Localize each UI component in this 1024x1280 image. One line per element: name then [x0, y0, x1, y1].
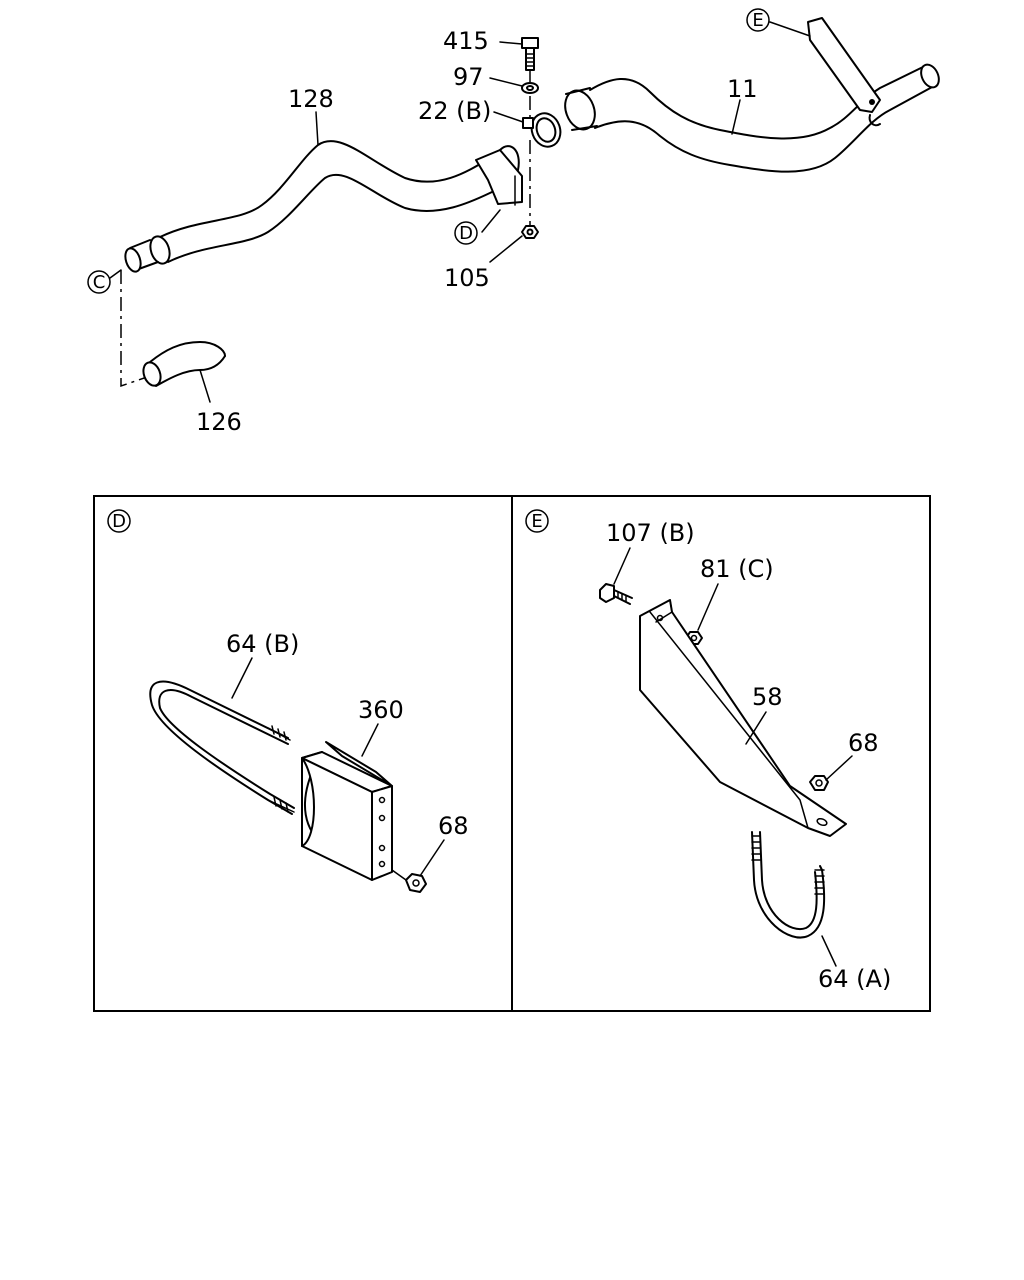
part-107b-bolt[interactable] — [599, 583, 633, 605]
part-58-bracket[interactable] — [639, 599, 847, 837]
leader-58 — [745, 711, 767, 745]
label-97: 97 — [453, 63, 484, 91]
detail-e-marker: E — [525, 509, 549, 533]
label-107b: 107 (B) — [606, 519, 695, 547]
label-126: 126 — [196, 408, 242, 436]
leader-68-e — [825, 755, 853, 781]
part-68-nut-e[interactable] — [809, 775, 829, 791]
leader-68-d — [419, 839, 445, 877]
part-105-nut[interactable] — [521, 225, 539, 239]
leader-360 — [361, 723, 379, 757]
marker-e: E — [746, 8, 770, 32]
label-58: 58 — [752, 683, 783, 711]
label-415: 415 — [443, 27, 489, 55]
detail-e-panel: E — [525, 509, 891, 993]
label-11: 11 — [727, 75, 758, 103]
marker-d: D — [454, 221, 478, 245]
label-64a: 64 (A) — [818, 965, 891, 993]
leader-81c — [697, 583, 719, 631]
label-22b: 22 (B) — [418, 97, 491, 125]
part-128-front-pipe[interactable] — [123, 140, 523, 273]
svg-text:E: E — [752, 10, 763, 31]
label-128: 128 — [288, 85, 334, 113]
label-105: 105 — [444, 264, 490, 292]
main-view: 415 97 22 (B) 128 11 105 126 C D E — [87, 8, 942, 436]
part-68-nut-d[interactable] — [391, 869, 427, 893]
part-126-tail-pipe[interactable] — [140, 341, 226, 388]
svg-text:E: E — [531, 511, 542, 532]
part-11-rear-pipe[interactable] — [560, 62, 942, 173]
svg-text:C: C — [93, 272, 106, 293]
marker-c: C — [87, 269, 122, 294]
leader-64b — [231, 657, 253, 699]
svg-text:D: D — [112, 511, 126, 532]
detail-d-panel: D 64 (B) — [107, 509, 469, 893]
part-bracket-e[interactable] — [807, 17, 881, 127]
leader-64a — [821, 935, 837, 967]
part-360-bracket[interactable] — [301, 741, 393, 881]
part-415-bolt[interactable] — [521, 37, 539, 71]
part-22b-clamp[interactable] — [522, 109, 565, 151]
label-68-d: 68 — [438, 812, 469, 840]
assembly-line-c — [120, 270, 151, 388]
svg-text:D: D — [459, 223, 473, 244]
part-97-washer[interactable] — [521, 82, 539, 94]
part-64a-u-bolt[interactable] — [751, 831, 826, 939]
leader-107b — [613, 547, 631, 585]
label-360: 360 — [358, 696, 404, 724]
leader-lines-main — [199, 21, 811, 403]
part-64b-u-bolt[interactable] — [149, 680, 295, 815]
detail-d-marker: D — [107, 509, 131, 533]
label-64b: 64 (B) — [226, 630, 299, 658]
label-68-e: 68 — [848, 729, 879, 757]
label-81c: 81 (C) — [700, 555, 774, 583]
